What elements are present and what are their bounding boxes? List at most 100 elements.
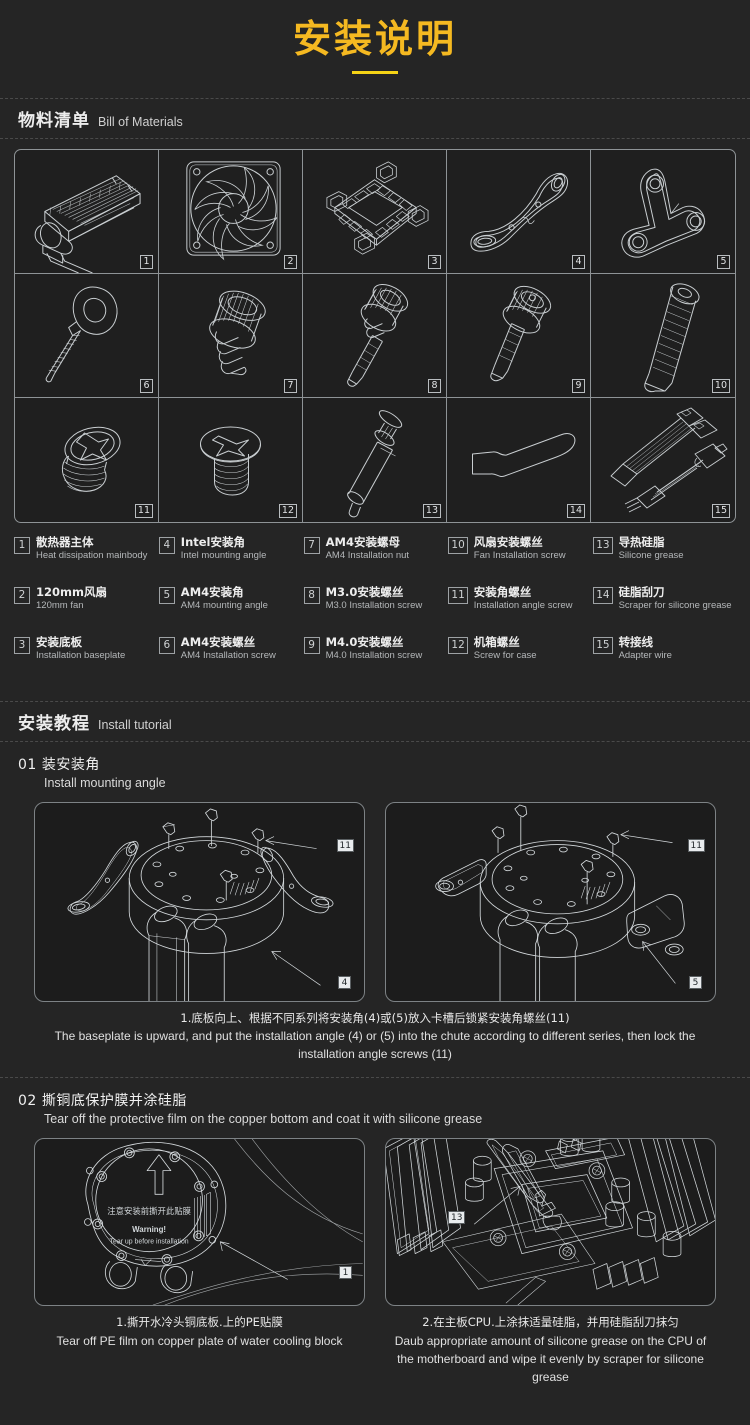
legend-text: AM4安装角 AM4 mounting angle (181, 585, 268, 612)
bom-cell-number: 15 (711, 503, 730, 518)
step-02-title-en: Tear off the protective film on the copp… (44, 1112, 483, 1127)
radiator-icon (34, 174, 141, 273)
bom-cell-11: 11 (15, 397, 159, 522)
step-02-panel-left: 注意安装前撕开此贴膜 Warning! Tear up before insta… (34, 1138, 365, 1307)
legend-item-9: 9 M4.0安装螺丝 M4.0 Installation screw (303, 634, 447, 685)
bom-cell-12: 12 (159, 397, 303, 522)
bom-cell-number: 1 (140, 254, 153, 269)
step-01-caption-cn: 1.底板向上、根据不同系列将安装角(4)或(5)放入卡槽后锁紧安装角螺丝(11) (180, 1010, 570, 1025)
legend-label-en: Intel mounting angle (180, 550, 267, 562)
legend-text: AM4安装螺母 AM4 Installation nut (326, 535, 409, 562)
fan-screw-icon (644, 283, 700, 392)
bom-cell-10: 10 (591, 274, 735, 398)
legend-number: 12 (448, 636, 468, 654)
bom-cell-number: 11 (134, 503, 153, 518)
scraper-icon (472, 432, 576, 477)
legend-number: 15 (593, 636, 613, 654)
legend-label-en: AM4 mounting angle (180, 600, 268, 612)
legend-label-cn: 120mm风扇 (36, 584, 107, 599)
film-warning-en2: Tear up before installation (110, 1239, 189, 1246)
legend-text: M3.0安装螺丝 M3.0 Installation screw (326, 585, 423, 612)
bom-section-header: 物料清单 Bill of Materials (0, 97, 750, 139)
step-02-panel-right: 13 (385, 1138, 716, 1307)
legend-number: 9 (303, 636, 320, 654)
motherboard-cpu-socket-illustration (386, 1139, 715, 1306)
callout-badge-5: 5 (689, 975, 702, 989)
bom-cell-7: 7 (159, 273, 303, 398)
legend-label-en: Adapter wire (618, 650, 672, 662)
page-title: 安装说明 (292, 17, 457, 61)
callout-badge-4: 4 (338, 975, 351, 989)
legend-item-1: 1 散热器主体 Heat dissipation mainbody (14, 535, 157, 585)
bom-cell-3: 3 (303, 149, 447, 274)
legend-number: 3 (14, 636, 30, 654)
legend-label-cn: M3.0安装螺丝 (325, 584, 404, 599)
legend-label-cn: 导热硅脂 (618, 534, 665, 549)
bom-cell-number: 10 (711, 378, 730, 393)
water-block-copper-plate-illustration: 注意安装前撕开此贴膜 Warning! Tear up before insta… (84, 1139, 363, 1306)
grease-syringe-icon (347, 409, 403, 517)
legend-text: 安装底板 Installation baseplate (36, 635, 125, 662)
baseplate-icon (326, 161, 429, 255)
legend-label-cn: AM4安装螺丝 (180, 634, 256, 649)
am4-screw-icon (45, 286, 118, 382)
bom-cell-number: 12 (278, 503, 297, 518)
legend-label-en: 120mm fan (36, 600, 84, 612)
legend-text: 转接线 Adapter wire (619, 635, 672, 662)
legend-label-cn: AM4安装螺母 (325, 534, 400, 549)
pump-with-intel-bracket-illustration (67, 808, 334, 1001)
legend-item-11: 11 安装角螺丝 Installation angle screw (448, 585, 591, 635)
legend-item-3: 3 安装底板 Installation baseplate (14, 635, 157, 685)
callout-badge-1: 1 (339, 1266, 352, 1280)
bom-heading-en: Bill of Materials (98, 114, 183, 129)
legend-label-en: AM4 Installation screw (180, 650, 276, 662)
legend-text: AM4安装螺丝 AM4 Installation screw (181, 635, 276, 662)
legend-number: 2 (14, 586, 30, 604)
bom-cell-number: 13 (422, 503, 441, 518)
step-01-captions: 1.底板向上、根据不同系列将安装角(4)或(5)放入卡槽后锁紧安装角螺丝(11)… (14, 1002, 736, 1068)
pump-with-am4-bracket-illustration (435, 804, 685, 1001)
title-underline (352, 70, 398, 74)
step-02-caption-right: 2.在主板CPU.上涂抹适量硅脂，并用硅脂刮刀抹匀 Daub appropria… (385, 1314, 716, 1386)
legend-number: 7 (303, 536, 320, 554)
legend-label-cn: 硅脂刮刀 (618, 584, 665, 599)
legend-label-cn: M4.0安装螺丝 (325, 634, 404, 649)
m4-screw-icon (490, 285, 552, 381)
legend-label-cn: Intel安装角 (180, 534, 246, 549)
step-01-title-cn: 装安装角 (41, 756, 100, 773)
film-warning-en1: Warning! (132, 1225, 166, 1234)
step-02-number: 02 (18, 1093, 37, 1110)
legend-text: 机箱螺丝 Screw for case (474, 635, 537, 662)
intel-bracket-icon (470, 172, 569, 252)
legend-text: 120mm风扇 120mm fan (36, 585, 107, 612)
bom-cell-number: 9 (572, 378, 585, 393)
legend-label-cn: 转接线 (618, 634, 654, 649)
legend-number: 6 (158, 636, 175, 654)
bom-grid-wrapper: 1 (0, 139, 750, 523)
legend-number: 8 (303, 586, 320, 604)
callout-badge-13: 13 (448, 1211, 466, 1225)
legend-label-en: AM4 Installation nut (325, 550, 410, 562)
legend-text: 散热器主体 Heat dissipation mainbody (36, 535, 147, 562)
step-01-panel-left: 11 4 (34, 801, 365, 1002)
fan-icon (186, 161, 281, 261)
legend-item-7: 7 AM4安装螺母 AM4 Installation nut (303, 535, 447, 585)
step-02-captions: 1.撕开水冷头铜底板.上的PE贴膜 Tear off PE film on co… (14, 1306, 736, 1390)
step-02-title-cn: 撕铜底保护膜并涂硅脂 (41, 1093, 187, 1110)
legend-label-cn: AM4安装角 (180, 584, 244, 599)
callout-badge-11: 11 (336, 838, 354, 852)
bom-legend: 1 散热器主体 Heat dissipation mainbody 4 Inte… (0, 523, 750, 691)
step-01-panels: 11 4 (14, 794, 736, 1002)
legend-label-cn: 安装底板 (36, 634, 82, 649)
am4-nut-icon (209, 290, 266, 375)
title-block: 安装说明 (0, 0, 750, 88)
legend-label-en: Screw for case (473, 650, 537, 662)
step-01-panel-right: 11 5 (385, 801, 716, 1002)
bom-cell-number: 6 (140, 378, 153, 393)
